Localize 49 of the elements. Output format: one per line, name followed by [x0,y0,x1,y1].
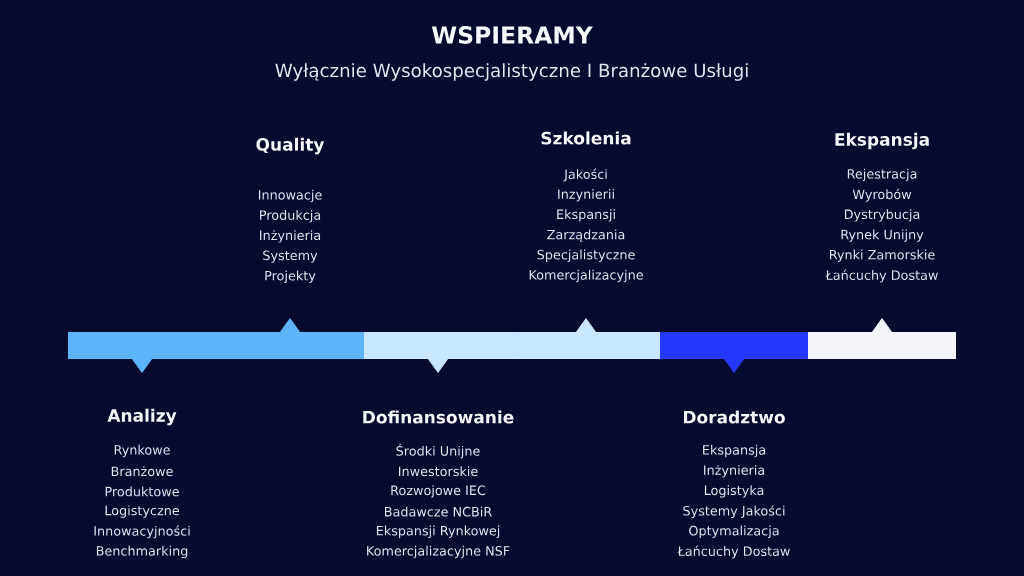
pointer-triangle [428,358,448,373]
list-item: Innowacje [258,189,322,203]
list-item: Zarządzania [547,229,625,242]
list-item: Specjalistyczne [537,249,635,262]
list-item: Produktowe [105,486,179,497]
list-item: Ekspansji [557,209,615,222]
heading: Doradztwo [683,410,785,424]
list-item: Łańcuchy Dostaw [677,545,790,559]
heading: Quality [256,137,325,155]
list-item: Jakości [563,168,607,182]
pointer-triangle [280,318,300,333]
heading: Szkolenia [541,131,631,145]
list-item: Innowacyjności [94,525,190,539]
list-item: Ekspansji Rynkowej [376,525,500,538]
list-item: Rynek Unijny [841,229,924,242]
list-item: Środki Unijne [396,443,480,459]
list-item: Komercjalizacyjne NSF [367,545,510,559]
list-item: Rejestracja [847,168,917,182]
heading: Analizy [107,408,177,426]
list-item: Inżynieria [260,230,321,243]
heading: Dofinansowanie [363,410,514,424]
pointer-triangle [724,358,744,373]
list-item: Benchmarking [96,545,188,559]
list-item: Badawcze NCBiR [385,506,492,517]
list-item: Dystrybucja [844,209,920,222]
list-item: Logistyka [704,485,764,498]
list-item: Produkcja [260,210,321,223]
list-item: Systemy Jakości [683,505,785,519]
heading: Ekspansja [835,132,929,150]
list-item: Rynkowe [114,444,170,458]
pointer-triangle [132,358,152,373]
list-item: Łańcuchy Dostaw [825,269,938,283]
list-item: Optymalizacja [689,525,779,538]
list-item: Inzynierii [558,189,614,202]
list-item: Rozwojowe IEC [391,485,486,498]
pointer-triangle [872,318,892,333]
list-item: Inżynieria [704,465,765,478]
list-item: Inwestorskie [399,466,478,477]
pointer-triangle [576,318,596,333]
list-item: Ekspansja [703,444,765,458]
list-item: Projekty [265,270,316,283]
title: WSPIERAMY [431,26,593,44]
subtitle: Wyłącznie Wysokospecjalistyczne I Branżowe Usługi [275,63,748,81]
list-item: Rynki Zamorskie [829,249,935,262]
list-item: Systemy [263,250,318,263]
list-item: Branżowe [111,466,173,477]
list-item: Wyrobów [852,188,912,202]
list-item: Logistyczne [105,505,180,518]
list-item: Komercjalizacyjne [529,269,643,283]
